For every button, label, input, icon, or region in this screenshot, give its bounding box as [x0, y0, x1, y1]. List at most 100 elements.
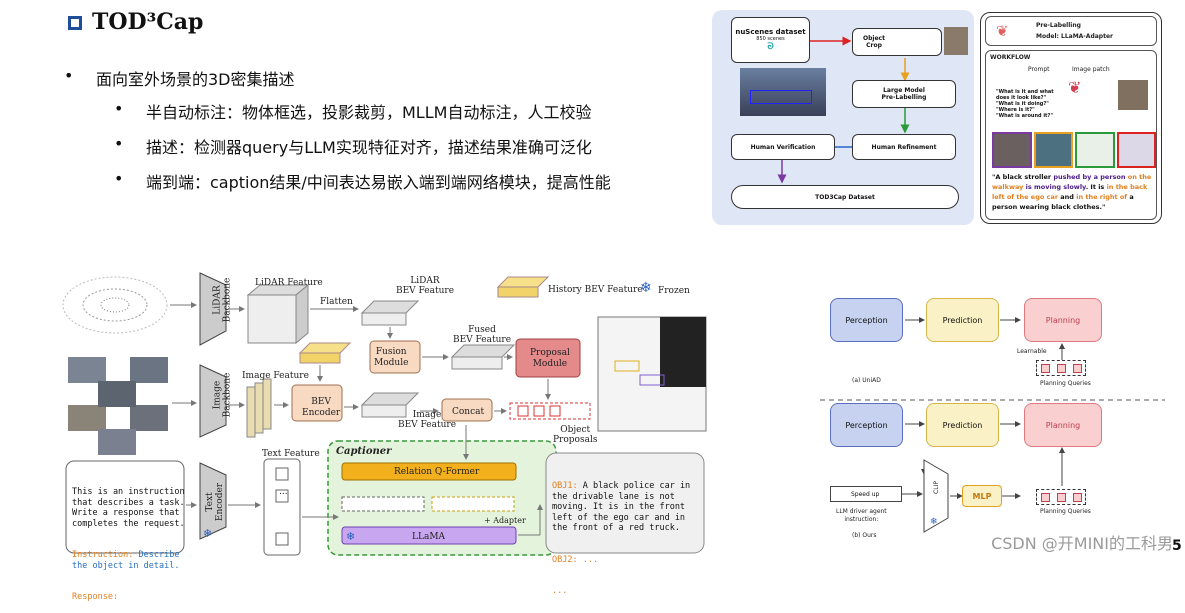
image-patch-label: Image patch	[1072, 66, 1110, 73]
instruction-text: This is an instruction that describes a …	[72, 487, 185, 529]
planning-label: Planning	[1045, 315, 1081, 325]
proposal-module-label: Proposal Module	[530, 348, 570, 369]
text-encoder-label: Text Encoder	[205, 482, 226, 522]
object-proposals-label: Object Proposals	[553, 425, 598, 445]
bullet-main: 面向室外场景的3D密集描述	[96, 70, 295, 89]
planning-queries-b	[1036, 489, 1086, 505]
obj2-text: ...	[577, 554, 599, 565]
prediction-label: Prediction	[942, 420, 983, 430]
lidar-feature-label: LiDAR Feature	[255, 278, 323, 288]
architecture-diagram	[62, 272, 707, 556]
speed-up-box: Speed up	[830, 486, 902, 502]
brain-icon: ❦	[996, 22, 1009, 40]
question-4: "What is around it?"	[996, 113, 1053, 119]
fused-bev-label: Fused BEV Feature	[453, 325, 512, 345]
caption-b: (b) Ours	[852, 532, 877, 539]
adapter-label: + Adapter	[484, 516, 526, 525]
speed-up-label: Speed up	[851, 490, 880, 498]
answer-segment: "A black stroller	[992, 173, 1054, 181]
answer-segment: a person wearing black clothes."	[992, 193, 1134, 211]
image-bev-label: Image BEV Feature	[398, 410, 457, 430]
e2e-arrows	[820, 317, 1165, 533]
image-backbone-label: Image Backbone	[212, 372, 233, 418]
obj1-label: OBJ1:	[552, 481, 578, 491]
llm-agent-label: LLM driver agent instruction:	[836, 508, 887, 523]
slide-title: TOD³Cap	[92, 9, 204, 35]
captioner-label: Captioner	[336, 446, 392, 457]
flatten-label: Flatten	[320, 297, 353, 307]
answer-segment: is moving slowly	[1025, 183, 1086, 191]
question-1: "What is it and what does it look like?"	[996, 89, 1054, 101]
perception-node-b: Perception	[830, 403, 903, 447]
history-bev-label: History BEV Feature	[548, 285, 643, 295]
question-list: "What is it and what does it look like?"…	[996, 89, 1062, 119]
answer-text: "A black stroller pushed by a person on …	[992, 172, 1154, 212]
prelabel-model: Model: LLaMA-Adapter	[1036, 33, 1113, 40]
sub-bullet-dot: •	[114, 134, 124, 153]
human-refinement-node: Human Refinement	[852, 134, 956, 160]
street-scene-image	[740, 68, 826, 116]
workflow-box	[985, 50, 1157, 220]
snowflake-icon: ❄	[203, 527, 213, 540]
sub-bullet-2: 描述：检测器query与LLM实现特征对齐，描述结果准确可泛化	[146, 138, 592, 157]
bullet-dot: •	[64, 66, 74, 85]
workflow-label: WORKFLOW	[990, 54, 1031, 61]
object-crop-node: Object Crop	[852, 28, 942, 56]
sub-bullet-1: 半自动标注：物体框选，投影裁剪，MLLM自动标注，人工校验	[146, 103, 592, 122]
perception-label: Perception	[845, 420, 888, 430]
watermark: CSDN @开MINI的工科男	[991, 534, 1173, 553]
mlp-label: MLP	[972, 491, 992, 501]
title-square-icon	[68, 16, 82, 30]
large-model-node: Large Model Pre-Labelling	[852, 80, 956, 108]
obj1-text: A black police car in the drivable lane …	[552, 481, 691, 533]
answer-segment: on the walkway	[992, 173, 1152, 191]
prelabel-header	[985, 16, 1157, 46]
instruction-box: This is an instruction that describes a …	[72, 466, 185, 613]
snowflake-icon: ❄	[346, 530, 356, 543]
fusion-module-label: Fusion Module	[374, 347, 409, 368]
prediction-node-b: Prediction	[926, 403, 999, 447]
planning-queries-label-b: Planning Queries	[1040, 508, 1091, 515]
prelabel-panel	[980, 12, 1162, 224]
tod3cap-dataset-node: TOD3Cap Dataset	[731, 185, 959, 209]
planning-queries-label-a: Planning Queries	[1040, 380, 1091, 387]
question-3: "Where is it?"	[996, 107, 1035, 113]
mlp-node: MLP	[962, 485, 1002, 507]
answer-segment: in the back left of the ego car	[992, 183, 1148, 201]
answer-segment: in the right of	[1076, 193, 1130, 201]
object-crop-label: Object Crop	[863, 35, 885, 49]
sub-bullet-3: 端到端：caption结果/中间表达易嵌入端到端网络模块，提高性能	[146, 173, 611, 192]
instruction-label: Instruction:	[72, 550, 134, 560]
prediction-node-a: Prediction	[926, 298, 999, 342]
lidar-bev-label: LiDAR BEV Feature	[396, 276, 455, 296]
large-model-label: Large Model Pre-Labelling	[881, 87, 927, 101]
human-verification-node: Human Verification	[731, 134, 835, 160]
answer-segment: pushed by a person	[1053, 173, 1128, 181]
answer-segment: . It is	[1085, 183, 1107, 191]
learnable-label: Learnable	[1017, 348, 1047, 355]
sub-bullet-dot: •	[114, 99, 124, 118]
page-number: 5	[1172, 538, 1182, 554]
nuscenes-dataset-node: nuScenes dataset 850 scenes ᘐ	[731, 17, 810, 63]
response-label: Response:	[72, 592, 119, 602]
nuscenes-logo-icon: ᘐ	[767, 42, 774, 52]
more-objects: ...	[552, 586, 568, 596]
perception-label: Perception	[845, 315, 888, 325]
image-feature-label: Image Feature	[242, 371, 309, 381]
answer-segment: and	[1060, 193, 1077, 201]
question-2: "What is it doing?"	[996, 101, 1049, 107]
crop-thumbnails	[992, 132, 1156, 168]
prelabel-title: Pre-Labelling	[1036, 22, 1081, 29]
llama-label: LLaMA	[412, 532, 446, 542]
prediction-label: Prediction	[942, 315, 983, 325]
dataset-sub: 850 scenes	[756, 36, 785, 42]
planning-queries-a	[1036, 360, 1086, 376]
snowflake-icon: ❄	[930, 517, 938, 527]
patch-image	[1118, 80, 1148, 110]
human-verification-label: Human Verification	[750, 143, 816, 151]
caption-output-box: OBJ1: A black police car in the drivable…	[552, 460, 690, 607]
planning-node-b: Planning	[1024, 403, 1102, 447]
cropped-object-image	[944, 27, 968, 55]
bev-encoder-label: BEV Encoder	[302, 397, 341, 418]
clip-label: CLIP	[932, 481, 940, 494]
